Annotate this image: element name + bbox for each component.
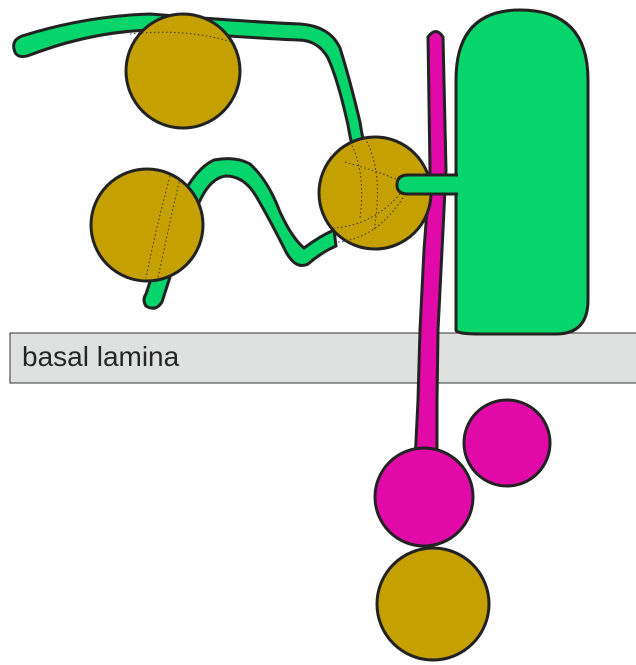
gold-domain-bottom [377,548,489,660]
green-connector [397,175,458,194]
basal-lamina-label: basal lamina [22,341,180,372]
basal-lamina: basal lamina [10,333,636,383]
gold-domain-top [126,14,240,128]
magenta-stalk [415,32,446,463]
gold-domain-left [91,169,203,281]
magenta-domain-lower [375,448,473,546]
magenta-domain-right [464,400,550,486]
green-cell-block [456,10,588,334]
